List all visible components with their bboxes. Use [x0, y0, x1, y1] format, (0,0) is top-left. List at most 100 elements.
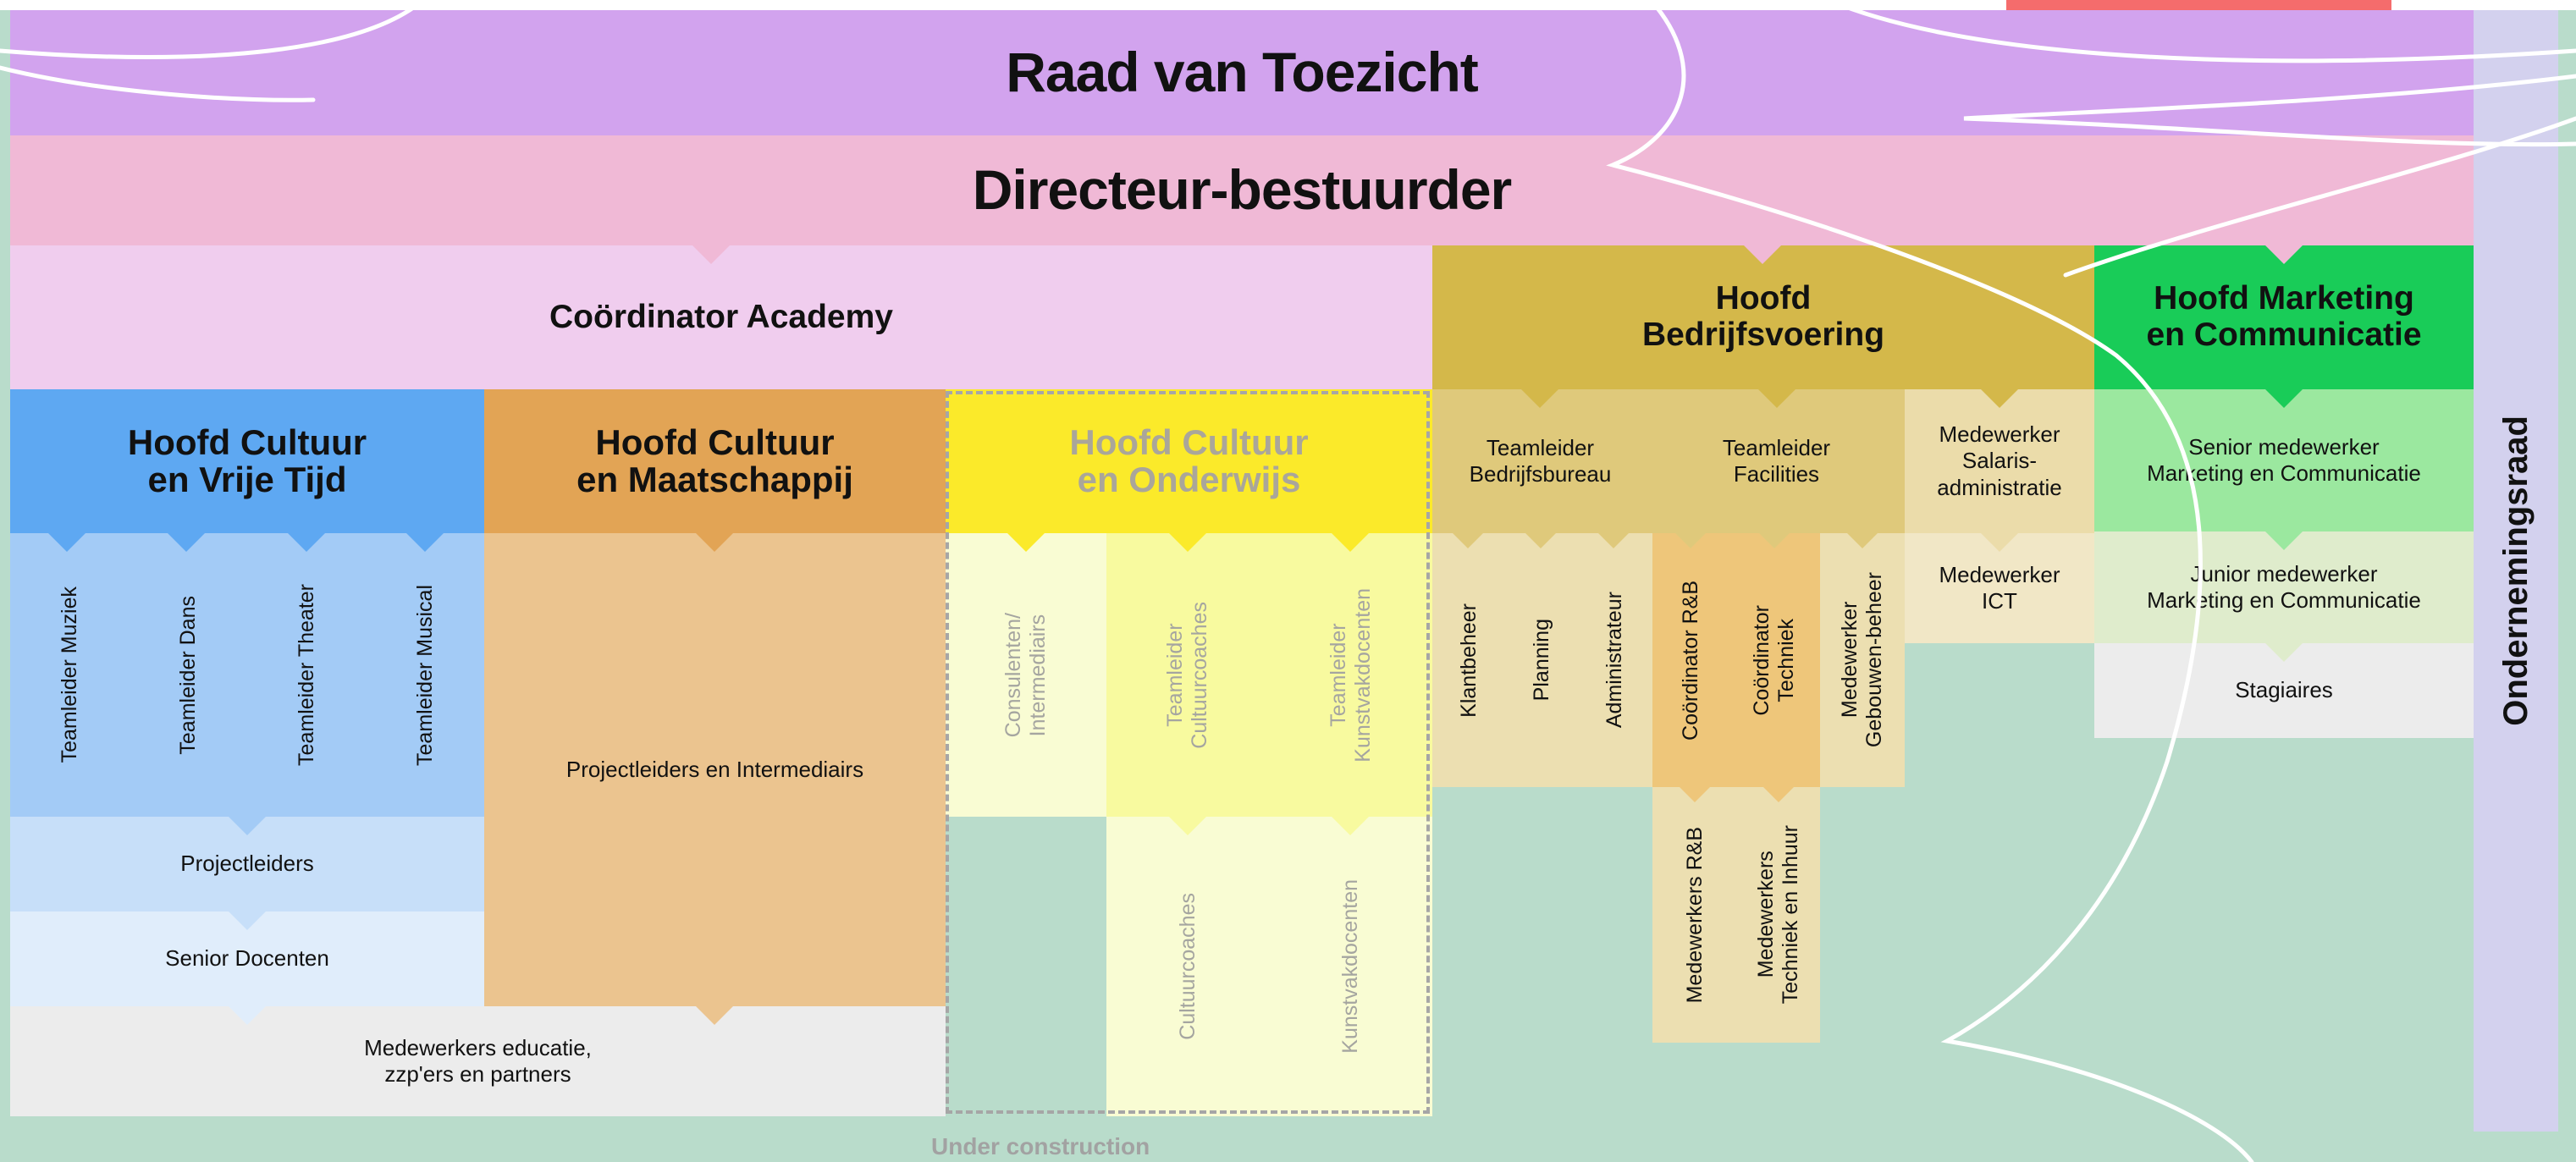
connector-notch	[288, 533, 325, 552]
connector-notch	[1847, 533, 1878, 548]
connector-notch	[406, 533, 444, 552]
connector-notch	[1598, 533, 1629, 548]
connector-notch	[1521, 389, 1558, 408]
coordinator-academy: Coördinator Academy	[10, 245, 1432, 389]
teamleider-kunstvakdocenten: Teamleider Kunstvakdocenten	[1269, 533, 1432, 817]
under-construction-frame	[946, 391, 1430, 1114]
teamleider-dans-label: Teamleider Dans	[175, 595, 200, 755]
connector-notch	[2265, 531, 2303, 550]
connector-notch	[1763, 787, 1794, 802]
connector-notch	[229, 817, 266, 835]
connector-notch	[1169, 533, 1206, 552]
junior-medewerker-marketing-label: Junior medewerker Marketing en Communica…	[2147, 560, 2421, 613]
connector-notch	[696, 1006, 733, 1025]
senior-medewerker-marketing-label: Senior medewerker Marketing en Communica…	[2147, 433, 2421, 486]
hoofd-cultuur-maatschappij: Hoofd Cultuur en Maatschappij	[484, 389, 946, 533]
coordinator-academy-label: Coördinator Academy	[549, 298, 893, 335]
medewerkers-techniek-inhuur-label: Medewerkers Techniek en Inhuur	[1754, 825, 1802, 1005]
directeur-bestuurder-label: Directeur-bestuurder	[972, 158, 1512, 222]
medewerkers-techniek-inhuur: Medewerkers Techniek en Inhuur	[1737, 787, 1820, 1043]
connector-notch	[2265, 389, 2303, 408]
raad-van-toezicht-label: Raad van Toezicht	[1006, 41, 1479, 104]
connector-notch	[692, 245, 730, 264]
teamleider-musical: Teamleider Musical	[366, 542, 484, 808]
teamleider-muziek: Teamleider Muziek	[10, 542, 129, 808]
hoofd-cultuur-vrije-tijd: Hoofd Cultuur en Vrije Tijd	[10, 389, 484, 533]
projectleiders-label: Projectleiders	[180, 851, 314, 877]
teamleider-bedrijfsbureau: Teamleider Bedrijfsbureau	[1432, 389, 1648, 533]
connector-notch	[1675, 533, 1706, 548]
teamleider-cultuurcoaches: Teamleider Cultuurcoaches	[1106, 533, 1269, 817]
consulenten-intermediairs: Consulenten/ Intermediairs	[946, 533, 1106, 817]
senior-docenten-label: Senior Docenten	[165, 945, 329, 972]
medewerkers-rb: Medewerkers R&B	[1652, 787, 1737, 1043]
teamleider-musical-label: Teamleider Musical	[412, 584, 437, 766]
connector-notch	[1758, 389, 1795, 408]
connector-notch	[1981, 389, 2018, 408]
medewerkers-educatie: Medewerkers educatie, zzp'ers en partner…	[10, 1006, 946, 1116]
klantbeheer-label: Klantbeheer	[1456, 603, 1481, 718]
medewerker-salarisadministratie-label: Medewerker Salaris- administratie	[1937, 421, 2062, 500]
hoofd-bedrijfsvoering: Hoofd Bedrijfsvoering	[1432, 245, 2094, 389]
teamleider-muziek-label: Teamleider Muziek	[57, 587, 81, 763]
connector-notch	[1744, 245, 1781, 264]
coordinator-techniek-label: Coördinator Techniek	[1750, 604, 1798, 716]
teamleiders-vrije-tijd	[10, 533, 484, 817]
teamleider-dans: Teamleider Dans	[129, 542, 247, 808]
connector-notch	[1332, 817, 1369, 835]
connector-notch	[1759, 533, 1790, 548]
administrateur-label: Administrateur	[1602, 592, 1626, 729]
connector-notch	[1525, 533, 1556, 548]
ondernemingsraad: Ondernemingsraad	[2474, 10, 2558, 1132]
connector-notch	[696, 533, 733, 552]
medewerker-salarisadministratie: Medewerker Salaris- administratie	[1905, 389, 2094, 533]
connector-notch	[1169, 817, 1206, 835]
connector-notch	[1453, 533, 1483, 548]
hoofd-cultuur-onderwijs: Hoofd Cultuur en Onderwijs	[946, 389, 1432, 533]
teamleider-theater: Teamleider Theater	[247, 542, 366, 808]
medewerker-ict-label: Medewerker ICT	[1939, 561, 2060, 614]
medewerkers-rb-label: Medewerkers R&B	[1682, 826, 1707, 1004]
klantbeheer: Klantbeheer	[1432, 542, 1505, 779]
hoofd-bedrijfsvoering-label: Hoofd Bedrijfsvoering	[1641, 280, 1885, 353]
administrateur: Administrateur	[1578, 542, 1651, 779]
connector-notch	[1981, 533, 2018, 552]
connector-notch	[2265, 643, 2303, 662]
under-construction-label: Under construction	[931, 1133, 1150, 1160]
senior-medewerker-marketing: Senior medewerker Marketing en Communica…	[2094, 389, 2474, 531]
connector-notch	[229, 911, 266, 930]
medewerkers-educatie-label: Medewerkers educatie, zzp'ers en partner…	[364, 1034, 592, 1087]
medewerker-gebouwenbeheer: Medewerker Gebouwen-beheer	[1820, 533, 1905, 787]
hoofd-cultuur-maatschappij-label: Hoofd Cultuur en Maatschappij	[576, 421, 853, 499]
coordinator-rb-label: Coördinator R&B	[1678, 580, 1702, 741]
coordinator-techniek: Coördinator Techniek	[1729, 533, 1820, 787]
connector-notch	[168, 533, 205, 552]
teamleider-facilities-label: Teamleider Facilities	[1722, 434, 1831, 487]
teamleider-bedrijfsbureau-label: Teamleider Bedrijfsbureau	[1469, 434, 1612, 487]
hoofd-marketing-label: Hoofd Marketing en Communicatie	[2146, 280, 2422, 353]
directeur-bestuurder: Directeur-bestuurder	[10, 135, 2474, 245]
projectleiders: Projectleiders	[10, 817, 484, 911]
connector-notch	[1332, 533, 1369, 552]
hoofd-cultuur-vrije-tijd-label: Hoofd Cultuur en Vrije Tijd	[127, 421, 367, 499]
teamleider-theater-label: Teamleider Theater	[294, 584, 318, 766]
hoofd-cultuur-onderwijs-label: Hoofd Cultuur en Onderwijs	[1069, 421, 1309, 499]
coordinator-rb: Coördinator R&B	[1652, 533, 1729, 787]
connector-notch	[1007, 533, 1045, 552]
top-red-accent	[2006, 0, 2391, 10]
planning: Planning	[1505, 542, 1578, 779]
under-construction-note: Under construction	[931, 1130, 1185, 1162]
kunstvakdocenten: Kunstvakdocenten	[1269, 817, 1432, 1116]
projectleiders-intermediairs: Projectleiders en Intermediairs	[484, 533, 946, 1006]
hoofd-marketing: Hoofd Marketing en Communicatie	[2094, 245, 2474, 389]
projectleiders-intermediairs-label: Projectleiders en Intermediairs	[565, 756, 864, 782]
stagiaires-label: Stagiaires	[2235, 677, 2333, 703]
ondernemingsraad-label: Ondernemingsraad	[2497, 416, 2535, 726]
connector-notch	[1680, 787, 1710, 802]
raad-van-toezicht: Raad van Toezicht	[10, 10, 2474, 135]
medewerker-gebouwenbeheer-label: Medewerker Gebouwen-beheer	[1838, 572, 1886, 748]
connector-notch	[2265, 245, 2303, 264]
cultuurcoaches: Cultuurcoaches	[1106, 817, 1269, 1116]
connector-notch	[48, 533, 85, 552]
